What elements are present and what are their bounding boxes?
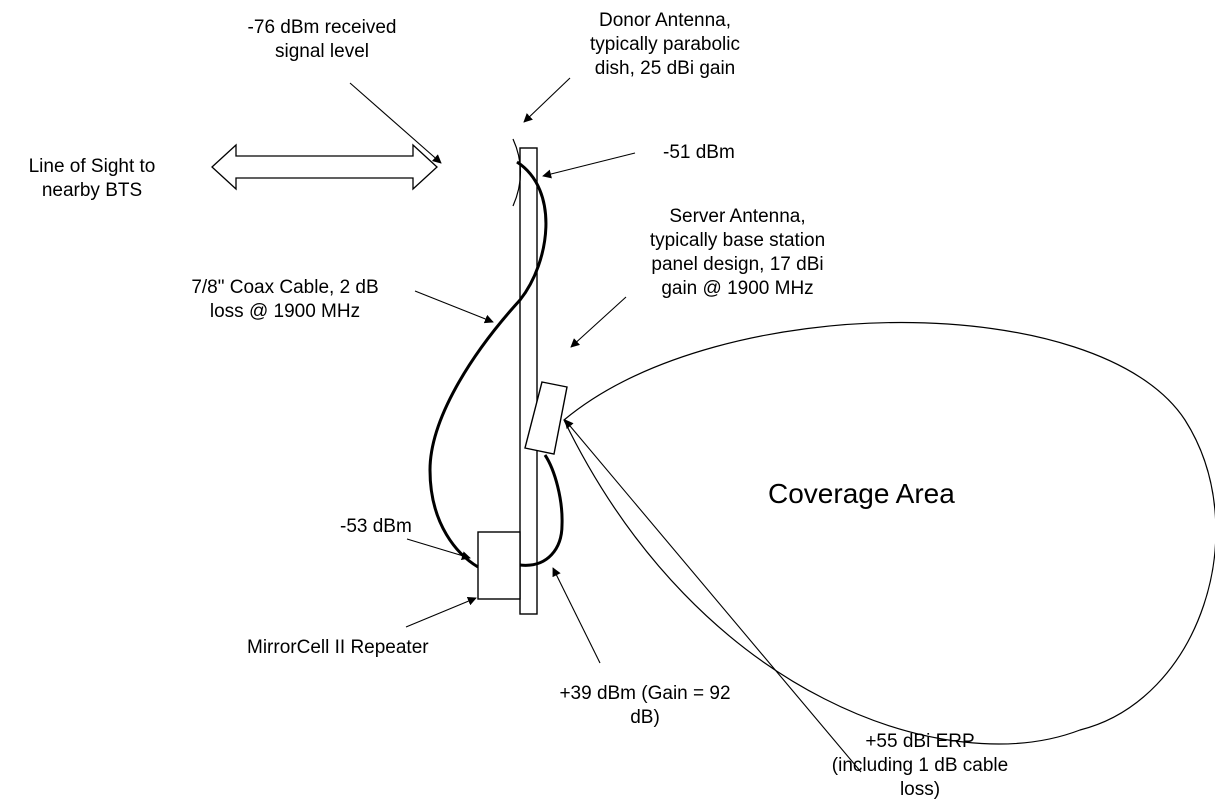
repeater-output-line-2: dB): [630, 707, 660, 728]
coax-cable-line-2: loss @ 1900 MHz: [209, 301, 361, 322]
coax-cable-server: [519, 454, 564, 567]
arrow-repeater-input: [406, 538, 471, 560]
repeater-input-label: -53 dBm: [340, 516, 412, 537]
arrow-donor-output: [542, 152, 636, 179]
coverage-lobe: [563, 321, 1215, 745]
donor-dish: [512, 138, 522, 207]
arrow-received-signal: [349, 82, 442, 164]
server-antenna-panel: [524, 381, 568, 455]
erp-line-2: (including 1 dB cable: [831, 755, 1009, 776]
repeater-box: [477, 531, 521, 600]
donor-antenna-line-2: typically parabolic: [590, 34, 740, 55]
repeater-output-line-1: +39 dBm (Gain = 92: [559, 683, 731, 704]
server-antenna-line-4: gain @ 1900 MHz: [661, 278, 814, 299]
erp-line-3: loss): [899, 779, 941, 800]
arrow-erp: [564, 419, 862, 773]
received-signal-line-2: signal level: [275, 41, 369, 62]
arrow-server-antenna: [570, 296, 627, 348]
donor-output-label: -51 dBm: [663, 142, 735, 163]
coax-cable-donor: [428, 160, 548, 569]
coax-cable-line-1: 7/8" Coax Cable, 2 dB: [191, 277, 379, 298]
received-signal-label: -76 dBm received signal level: [222, 16, 422, 64]
arrow-repeater-output: [552, 567, 601, 664]
donor-antenna-label: Donor Antenna, typically parabolic dish,…: [560, 9, 770, 81]
line-of-sight-line-2: nearby BTS: [41, 180, 143, 201]
erp-line-1: +55 dBi ERP: [865, 731, 975, 752]
server-antenna-line-2: typically base station: [649, 230, 826, 251]
coverage-area-label: Coverage Area: [768, 478, 955, 509]
arrow-coax-cable: [414, 290, 494, 324]
server-antenna-line-1: Server Antenna,: [669, 206, 806, 227]
line-of-sight-arrow: [211, 143, 438, 191]
donor-antenna-line-1: Donor Antenna,: [598, 10, 732, 31]
repeater-label: MirrorCell II Repeater: [247, 637, 429, 658]
arrow-donor-antenna: [523, 77, 571, 123]
line-of-sight-label: Line of Sight to nearby BTS: [4, 155, 180, 203]
repeater-output-label: +39 dBm (Gain = 92 dB): [525, 682, 765, 730]
line-of-sight-line-1: Line of Sight to: [28, 156, 156, 177]
server-antenna-line-3: panel design, 17 dBi: [651, 254, 824, 275]
server-antenna-label: Server Antenna, typically base station p…: [615, 205, 860, 301]
coax-cable-label: 7/8" Coax Cable, 2 dB loss @ 1900 MHz: [140, 276, 430, 324]
erp-label: +55 dBi ERP (including 1 dB cable loss): [800, 730, 1040, 802]
arrow-repeater: [405, 596, 477, 628]
received-signal-line-1: -76 dBm received: [247, 17, 397, 38]
mast: [519, 147, 538, 615]
donor-antenna-line-3: dish, 25 dBi gain: [594, 58, 736, 79]
